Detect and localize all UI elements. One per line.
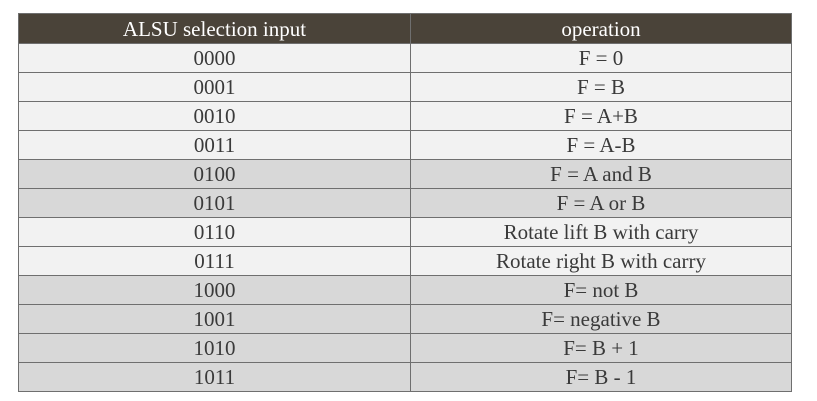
- selection-input-cell: 0011: [18, 130, 411, 160]
- selection-input-cell: 1000: [18, 275, 411, 305]
- operation-cell: F = B: [410, 72, 792, 102]
- selection-input-cell: 0001: [18, 72, 411, 102]
- operation-cell: F= B + 1: [410, 333, 792, 363]
- selection-input-cell: 1001: [18, 304, 411, 334]
- operation-cell: F = 0: [410, 43, 792, 73]
- selection-input-cell: 0110: [18, 217, 411, 247]
- selection-input-cell: 0101: [18, 188, 411, 218]
- selection-input-cell: 0111: [18, 246, 411, 276]
- operation-cell: F = A or B: [410, 188, 792, 218]
- selection-input-cell: 0100: [18, 159, 411, 189]
- operation-cell: Rotate right B with carry: [410, 246, 792, 276]
- operation-cell: F = A-B: [410, 130, 792, 160]
- operation-cell: F= B - 1: [410, 362, 792, 392]
- operation-cell: F= not B: [410, 275, 792, 305]
- operation-cell: F = A+B: [410, 101, 792, 131]
- selection-input-cell: 1010: [18, 333, 411, 363]
- selection-input-cell: 0000: [18, 43, 411, 73]
- header-selection-input: ALSU selection input: [18, 13, 411, 44]
- selection-input-cell: 0010: [18, 101, 411, 131]
- operation-cell: F = A and B: [410, 159, 792, 189]
- operation-cell: F= negative B: [410, 304, 792, 334]
- header-operation: operation: [410, 13, 792, 44]
- selection-input-cell: 1011: [18, 362, 411, 392]
- table-header-row: ALSU selection input operation: [18, 13, 792, 44]
- operation-cell: Rotate lift B with carry: [410, 217, 792, 247]
